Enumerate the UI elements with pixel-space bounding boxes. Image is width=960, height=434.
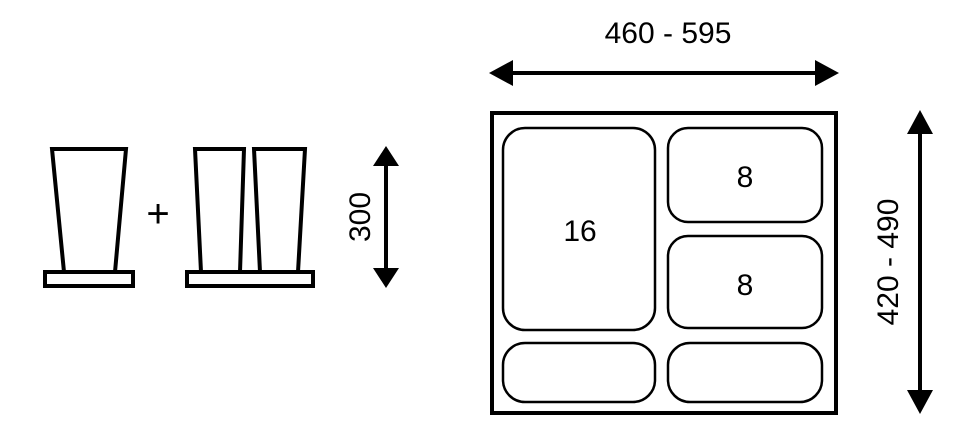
single-bin-base xyxy=(43,270,135,288)
frame-outline xyxy=(490,111,838,415)
depth-label: 420 - 490 xyxy=(872,199,905,326)
compartment-bottom-left xyxy=(501,341,657,404)
double-bin-left xyxy=(192,147,247,274)
double-bin-right xyxy=(251,147,308,274)
width-arrow-icon xyxy=(489,60,839,86)
double-bin-base xyxy=(185,270,315,288)
compartment-8-top xyxy=(666,126,824,224)
compartment-8-top-label: 8 xyxy=(737,161,754,194)
depth-arrow-icon xyxy=(907,110,933,414)
compartment-16-label: 16 xyxy=(563,215,596,248)
height-label: 300 xyxy=(344,192,377,242)
single-bin xyxy=(49,147,129,274)
compartment-8-middle xyxy=(666,234,824,330)
height-arrow-icon xyxy=(373,146,399,288)
plus-sign: + xyxy=(146,192,169,236)
compartment-bottom-right xyxy=(666,341,824,404)
width-label: 460 - 595 xyxy=(605,17,732,50)
compartment-16 xyxy=(501,126,657,332)
compartment-8-middle-label: 8 xyxy=(737,269,754,302)
